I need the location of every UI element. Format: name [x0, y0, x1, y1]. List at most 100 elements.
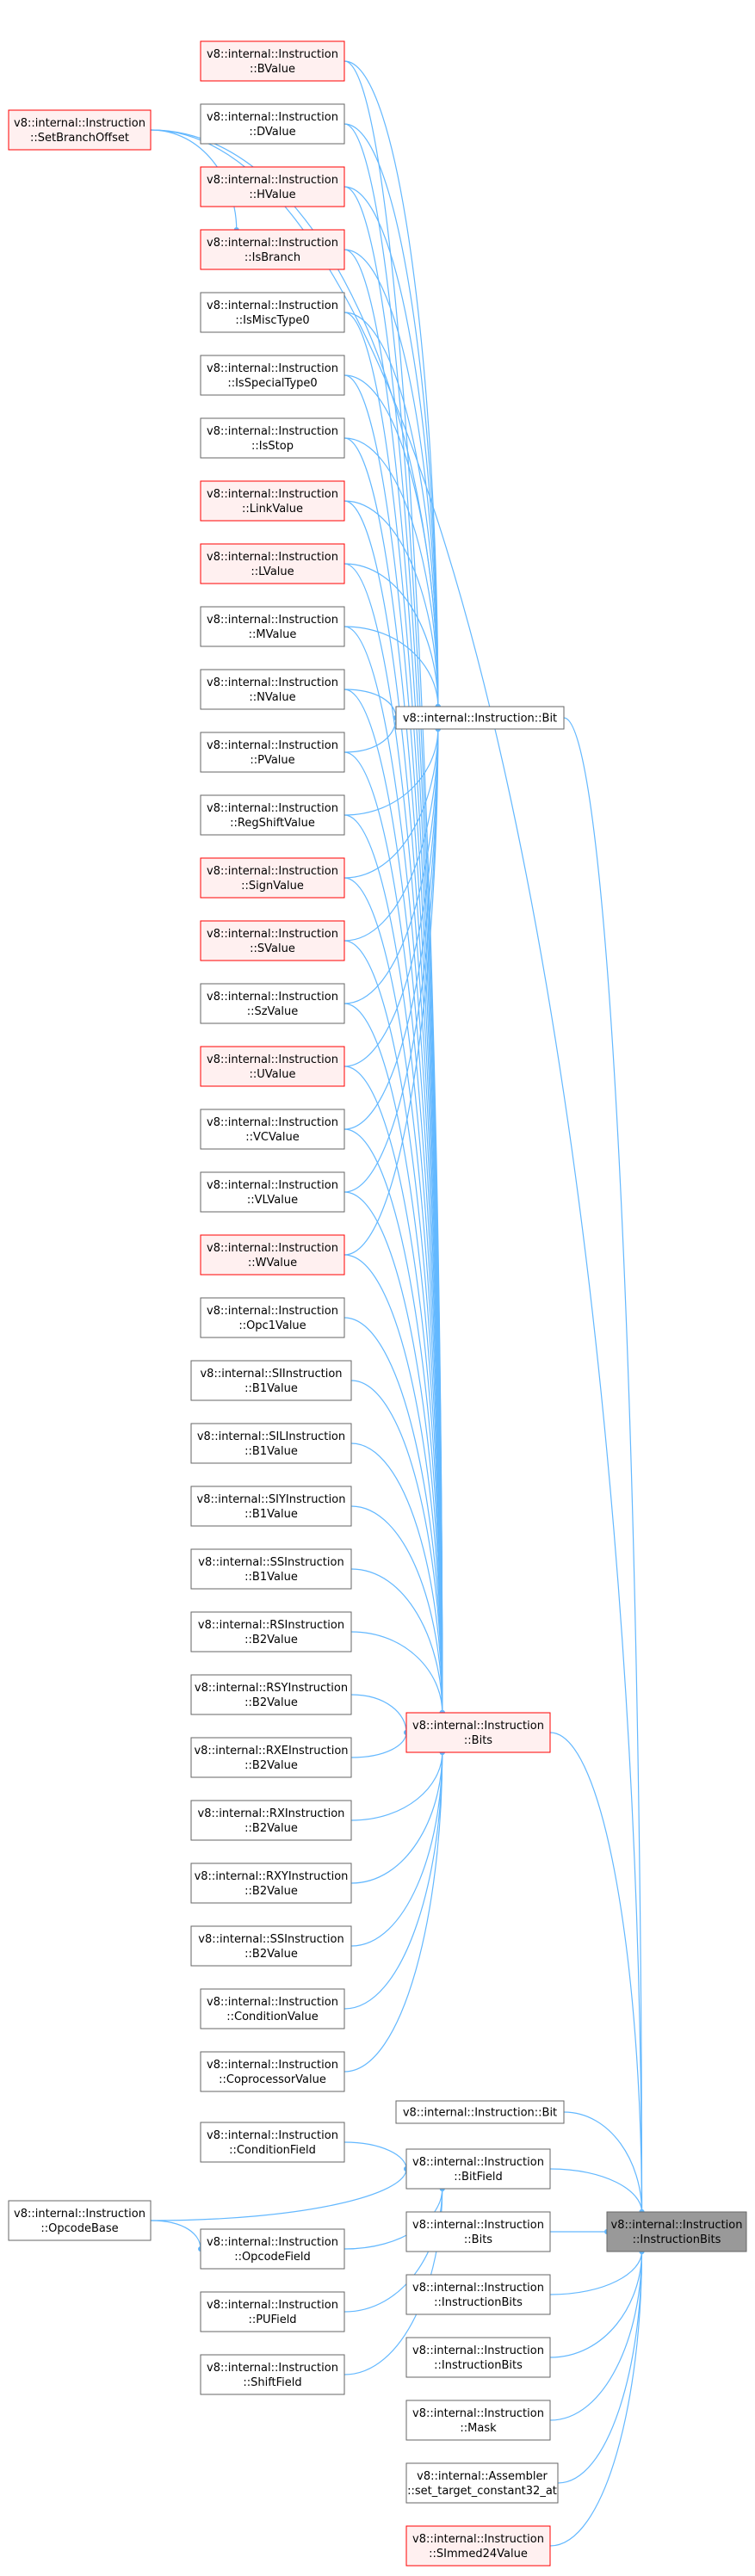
node-label-namespace: v8::internal::SSInstruction	[198, 1556, 343, 1569]
node-box	[200, 920, 345, 961]
node-uvalue[interactable]: v8::internal::Instruction::UValue	[200, 1046, 345, 1087]
node-sz-value[interactable]: v8::internal::Instruction::SzValue	[200, 983, 345, 1024]
node-box	[405, 2148, 551, 2190]
node-opc1-value[interactable]: v8::internal::Instruction::Opc1Value	[200, 1297, 345, 1338]
node-label-member: ::LValue	[251, 565, 294, 578]
node-box	[200, 2291, 345, 2332]
node-coprocessor-value[interactable]: v8::internal::Instruction::CoprocessorVa…	[200, 2051, 345, 2092]
edge-hvalue-to-bit	[343, 186, 439, 707]
node-instruction-bits-b[interactable]: v8::internal::Instruction::InstructionBi…	[405, 2337, 551, 2378]
node-label-member: ::OpcodeField	[234, 2251, 311, 2264]
node-label-namespace: v8::internal::Instruction	[207, 2059, 338, 2072]
node-box	[190, 1611, 352, 1652]
node-condition-field[interactable]: v8::internal::Instruction::ConditionFiel…	[200, 2122, 345, 2163]
node-label-member: ::VLValue	[247, 1194, 298, 1207]
node-label-namespace: v8::internal::Instruction	[207, 2299, 338, 2312]
node-box	[200, 292, 345, 333]
node-lvalue[interactable]: v8::internal::Instruction::LValue	[200, 543, 345, 584]
node-sib1-value[interactable]: v8::internal::SIInstruction::B1Value	[190, 1360, 352, 1401]
edge-ssb2-value-to-bits	[350, 1751, 443, 1947]
node-is-misc-type0[interactable]: v8::internal::Instruction::IsMiscType0	[200, 292, 345, 333]
node-is-special-type0[interactable]: v8::internal::Instruction::IsSpecialType…	[200, 355, 345, 396]
node-is-stop[interactable]: v8::internal::Instruction::IsStop	[200, 417, 345, 459]
node-condition-value[interactable]: v8::internal::Instruction::ConditionValu…	[200, 1988, 345, 2029]
node-instruction-bits[interactable]: v8::internal::Instruction::InstructionBi…	[606, 2211, 747, 2252]
node-label-namespace: v8::internal::Instruction	[207, 425, 338, 438]
node-bits[interactable]: v8::internal::Instruction::Bits	[405, 1712, 551, 1753]
node-box	[405, 1712, 551, 1753]
node-is-branch[interactable]: v8::internal::Instruction::IsBranch	[200, 229, 345, 270]
node-label-namespace: v8::internal::Instruction	[14, 2208, 145, 2221]
node-label-namespace: v8::internal::Instruction	[207, 991, 338, 1004]
node-label-namespace: v8::internal::Instruction	[207, 48, 338, 61]
node-simmed24-value[interactable]: v8::internal::Instruction::SImmed24Value	[405, 2525, 551, 2567]
node-mask[interactable]: v8::internal::Instruction::Mask	[405, 2400, 551, 2441]
edge-condition-field-to-bit-field	[343, 2141, 407, 2170]
node-bits2[interactable]: v8::internal::Instruction::Bits	[405, 2211, 551, 2252]
node-label-namespace: v8::internal::Instruction	[207, 551, 338, 564]
node-label-namespace: v8::internal::Instruction	[207, 1242, 338, 1255]
node-instruction-bits-a[interactable]: v8::internal::Instruction::InstructionBi…	[405, 2274, 551, 2315]
node-dvalue[interactable]: v8::internal::Instruction::DValue	[200, 103, 345, 145]
node-box	[200, 732, 345, 773]
nodes-layer: v8::internal::Instruction::SetBranchOffs…	[8, 40, 747, 2567]
node-shift-field[interactable]: v8::internal::Instruction::ShiftField	[200, 2354, 345, 2395]
edge-instruction-bits-a-to-instruction-bits	[549, 2251, 643, 2295]
node-rxeb2-value[interactable]: v8::internal::RXEInstruction::B2Value	[190, 1737, 352, 1778]
node-bit2[interactable]: v8::internal::Instruction::Bit	[395, 2100, 565, 2124]
node-label-member: ::B1Value	[244, 1382, 298, 1395]
node-label-member: ::MValue	[249, 628, 297, 641]
node-label-namespace: v8::internal::Instruction	[412, 2156, 544, 2169]
edge-set-branch-offset-to-is-branch	[150, 129, 238, 231]
node-set-branch-offset[interactable]: v8::internal::Instruction::SetBranchOffs…	[8, 109, 152, 151]
node-label-namespace: v8::internal::Instruction	[412, 2533, 544, 2546]
node-silb1-value[interactable]: v8::internal::SILInstruction::B1Value	[190, 1423, 352, 1464]
node-box	[200, 1171, 345, 1213]
node-rxb2-value[interactable]: v8::internal::RXInstruction::B2Value	[190, 1800, 352, 1841]
node-bvalue[interactable]: v8::internal::Instruction::BValue	[200, 40, 345, 82]
node-box	[200, 480, 345, 522]
node-ssb1-value[interactable]: v8::internal::SSInstruction::B1Value	[190, 1548, 352, 1590]
node-pvalue[interactable]: v8::internal::Instruction::PValue	[200, 732, 345, 773]
node-label-namespace: v8::internal::Instruction	[207, 111, 338, 124]
node-label-member: ::BitField	[454, 2171, 502, 2184]
edge-bit-to-instruction-bits	[563, 717, 643, 2213]
node-opcode-field[interactable]: v8::internal::Instruction::OpcodeField	[200, 2228, 345, 2270]
node-reg-shift-value[interactable]: v8::internal::Instruction::RegShiftValue	[200, 794, 345, 836]
edge-sz-value-to-bit	[343, 728, 439, 1004]
node-set-target[interactable]: v8::internal::Assembler::set_target_cons…	[405, 2462, 559, 2504]
node-mvalue[interactable]: v8::internal::Instruction::MValue	[200, 606, 345, 647]
node-label-namespace: v8::internal::RSInstruction	[198, 1619, 344, 1632]
edge-sib1-value-to-bits	[350, 1380, 443, 1714]
node-box	[190, 1674, 352, 1715]
node-wvalue[interactable]: v8::internal::Instruction::WValue	[200, 1234, 345, 1276]
node-label-namespace: v8::internal::Assembler	[417, 2470, 548, 2483]
node-bit-field[interactable]: v8::internal::Instruction::BitField	[405, 2148, 551, 2190]
node-label-namespace: v8::internal::Instruction	[207, 676, 338, 689]
node-vcvalue[interactable]: v8::internal::Instruction::VCValue	[200, 1109, 345, 1150]
node-box	[200, 417, 345, 459]
edge-is-misc-type0-to-bit	[343, 312, 439, 707]
node-label-member: ::CoprocessorValue	[219, 2073, 326, 2086]
node-sign-value[interactable]: v8::internal::Instruction::SignValue	[200, 857, 345, 899]
edge-ssb1-value-to-bits	[350, 1568, 443, 1714]
node-rsyb2-value[interactable]: v8::internal::RSYInstruction::B2Value	[190, 1674, 352, 1715]
node-vlvalue[interactable]: v8::internal::Instruction::VLValue	[200, 1171, 345, 1213]
node-rxyb2-value[interactable]: v8::internal::RXYInstruction::B2Value	[190, 1863, 352, 1904]
node-label-namespace: v8::internal::Instruction	[412, 2219, 544, 2232]
node-svalue[interactable]: v8::internal::Instruction::SValue	[200, 920, 345, 961]
node-box	[200, 2228, 345, 2270]
node-siyb1-value[interactable]: v8::internal::SIYInstruction::B1Value	[190, 1486, 352, 1527]
node-label-member: ::Opc1Value	[238, 1319, 306, 1332]
node-hvalue[interactable]: v8::internal::Instruction::HValue	[200, 166, 345, 207]
node-opcode-base[interactable]: v8::internal::Instruction::OpcodeBase	[8, 2200, 152, 2241]
node-link-value[interactable]: v8::internal::Instruction::LinkValue	[200, 480, 345, 522]
node-label-namespace: v8::internal::RSYInstruction	[195, 1682, 348, 1695]
node-ssb2-value[interactable]: v8::internal::SSInstruction::B2Value	[190, 1925, 352, 1967]
node-label-member: ::SzValue	[247, 1005, 299, 1018]
node-pufield[interactable]: v8::internal::Instruction::PUField	[200, 2291, 345, 2332]
node-bit[interactable]: v8::internal::Instruction::Bit	[395, 706, 565, 730]
node-label-member: ::PUField	[248, 2313, 296, 2326]
node-rsb2-value[interactable]: v8::internal::RSInstruction::B2Value	[190, 1611, 352, 1652]
node-nvalue[interactable]: v8::internal::Instruction::NValue	[200, 669, 345, 710]
